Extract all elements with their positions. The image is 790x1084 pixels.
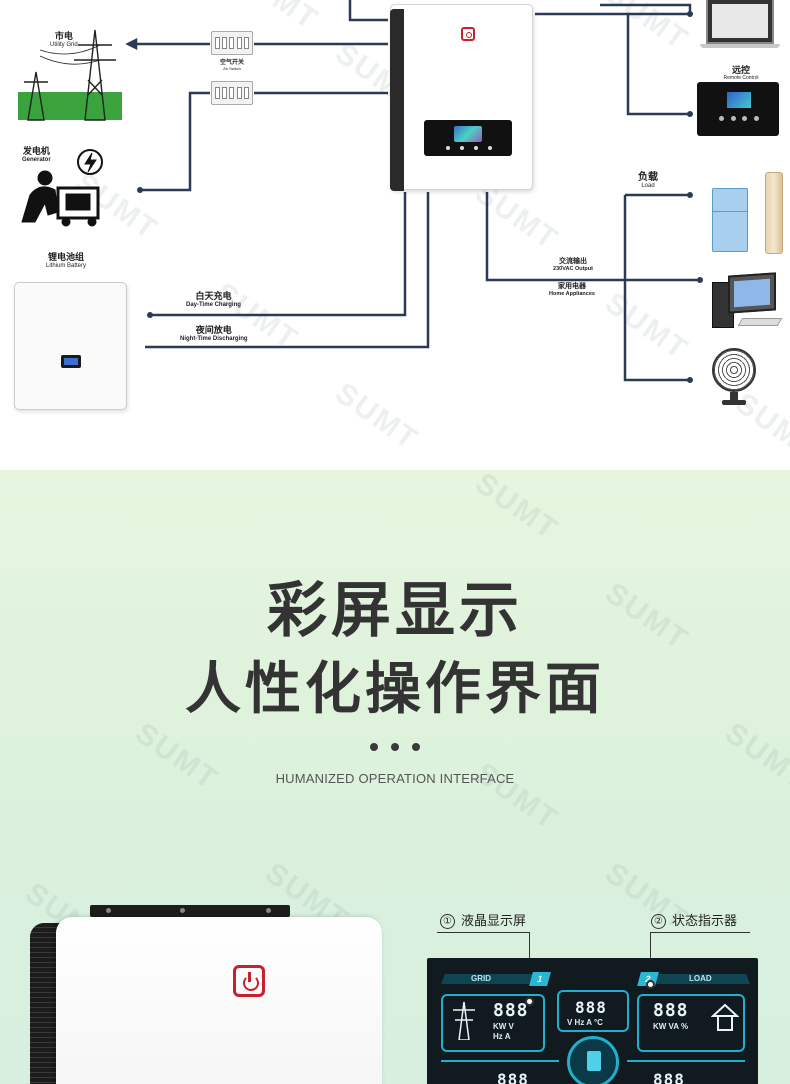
fan-icon: [712, 348, 756, 392]
arrow-head: [125, 37, 138, 51]
transmission-tower-icon: [453, 1001, 475, 1040]
callout-dot-1: [525, 997, 534, 1006]
wiring-lines: [18, 0, 703, 383]
lcd-grid-digits: 888: [493, 1000, 529, 1021]
wire-load-bus: [623, 195, 690, 382]
section-subtitle: HUMANIZED OPERATION INTERFACE: [275, 771, 515, 786]
section-title-line2: 人性化操作界面: [185, 657, 605, 722]
air-switch-breaker-1: [211, 31, 253, 55]
lcd-grid-label: GRID: [471, 974, 491, 983]
inverter-lcd: [424, 120, 512, 156]
laptop-icon: [700, 0, 780, 50]
computer-monitor-icon: [728, 272, 776, 314]
wire-night-discharge: [145, 192, 430, 349]
ac-output-label: 交流输出 230VAC Output: [553, 258, 593, 272]
utility-tower-icon: [18, 29, 122, 121]
air-switch-label: 空气开关 Air Switch: [219, 60, 244, 71]
lcd-badge-1: 1: [529, 972, 551, 986]
power-logo-icon: [233, 965, 265, 997]
lcd-load-label: LOAD: [689, 974, 712, 983]
lcd-mid-digits: 888: [575, 998, 607, 1017]
section-title-line1: 彩屏显示: [267, 576, 523, 646]
day-charging-label: 白天充电 Day-Time Charging: [186, 291, 241, 308]
watermark: SUMT: [469, 756, 565, 837]
wire-laptop: [600, 3, 692, 14]
utility-grid-label: 市电 Utility Grid: [50, 31, 78, 48]
lcd-bottom-left-digits: 888: [497, 1070, 529, 1084]
wire-ac-output: [485, 192, 700, 282]
air-conditioner-icon: [765, 172, 783, 254]
load-label: 负载 Load: [638, 172, 658, 189]
hybrid-inverter: [390, 4, 533, 191]
lcd-battery-ring: [567, 1036, 619, 1084]
decorative-dots: [370, 743, 420, 751]
generator-label: 发电机 Generator: [22, 146, 51, 163]
home-icon: [711, 1003, 739, 1031]
lcd-bottom-right-digits: 888: [653, 1070, 685, 1084]
remote-control-label: 远控 Remote Control: [723, 65, 759, 81]
lcd-interface-display: GRID 1 2 LOAD 888 KW V Hz A 888 V Hz A °…: [427, 958, 758, 1084]
keyboard-icon: [737, 318, 783, 326]
color-screen-section: SUMT SUMT SUMT SUMT SUMT SUMT SUMT SUMT …: [0, 470, 790, 1084]
wire-generator: [140, 91, 210, 192]
night-discharging-label: 夜间放电 Night-Time Discharging: [180, 325, 248, 342]
system-diagram: SUMT SUMT SUMT SUMT SUMT SUMT SUMT SUMT …: [0, 0, 790, 470]
battery-display: [61, 355, 81, 368]
wire-day-charge: [150, 192, 407, 317]
wire-top: [348, 0, 388, 22]
air-switch-breaker-2: [211, 81, 253, 105]
lcd-load-digits: 888: [653, 1000, 689, 1021]
fridge-icon: [712, 188, 748, 252]
wire-remote: [535, 12, 690, 116]
callout-dot-2: [646, 980, 655, 989]
lithium-battery-label: 锂电池组 Lithium Battery: [46, 252, 87, 269]
lithium-battery-pack: [14, 282, 127, 410]
watermark: SUMT: [469, 470, 565, 547]
inverter-closeup: [30, 905, 385, 1084]
remote-monitor-icon: [697, 82, 779, 136]
generator-icon: [21, 149, 103, 227]
mounting-bracket: [90, 905, 290, 917]
home-appliances-label: 家用电器 Home Appliances: [549, 283, 595, 297]
brand-logo-icon: [461, 27, 475, 41]
